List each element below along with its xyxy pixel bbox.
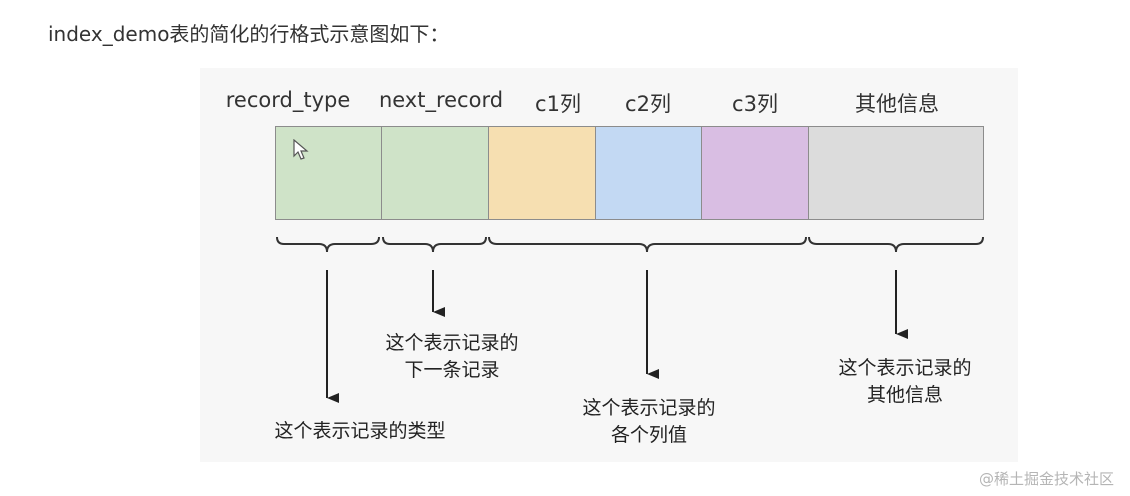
- column-label-other-info: 其他信息: [855, 92, 939, 116]
- page-heading: index_demo表的简化的行格式示意图如下：: [48, 22, 450, 46]
- cell-c1: [488, 126, 596, 220]
- note-columns: 这个表示记录的 各个列值: [582, 395, 715, 449]
- cell-other-info: [808, 126, 984, 220]
- note-line: 下一条记录: [404, 359, 500, 381]
- brace-columns: [488, 236, 807, 253]
- brace-next-record: [382, 236, 487, 253]
- note-line: 各个列值: [610, 424, 688, 446]
- cell-c2: [595, 126, 702, 220]
- note-line: 这个表示记录的: [582, 397, 716, 419]
- column-label-c2: c2列: [625, 92, 671, 116]
- watermark: @稀土掘金技术社区: [978, 470, 1114, 488]
- cell-record-type: [275, 126, 382, 220]
- note-line: 这个表示记录的: [838, 357, 972, 379]
- note-line: 这个表示记录的: [385, 332, 519, 354]
- cell-next-record: [381, 126, 489, 220]
- note-line: 其他信息: [866, 384, 944, 406]
- note-next-record: 这个表示记录的 下一条记录: [385, 330, 518, 384]
- note-line: 这个表示记录的类型: [274, 420, 446, 442]
- column-label-c3: c3列: [732, 92, 778, 116]
- column-label-record-type: record_type: [225, 88, 351, 112]
- note-record-type: 这个表示记录的类型: [274, 418, 445, 445]
- mouse-pointer-icon: [293, 139, 309, 160]
- note-other-info: 这个表示记录的 其他信息: [838, 355, 971, 409]
- brace-other-info: [808, 236, 984, 253]
- column-label-next-record: next_record: [378, 88, 504, 112]
- brace-record-type: [276, 236, 380, 253]
- column-label-c1: c1列: [535, 92, 581, 116]
